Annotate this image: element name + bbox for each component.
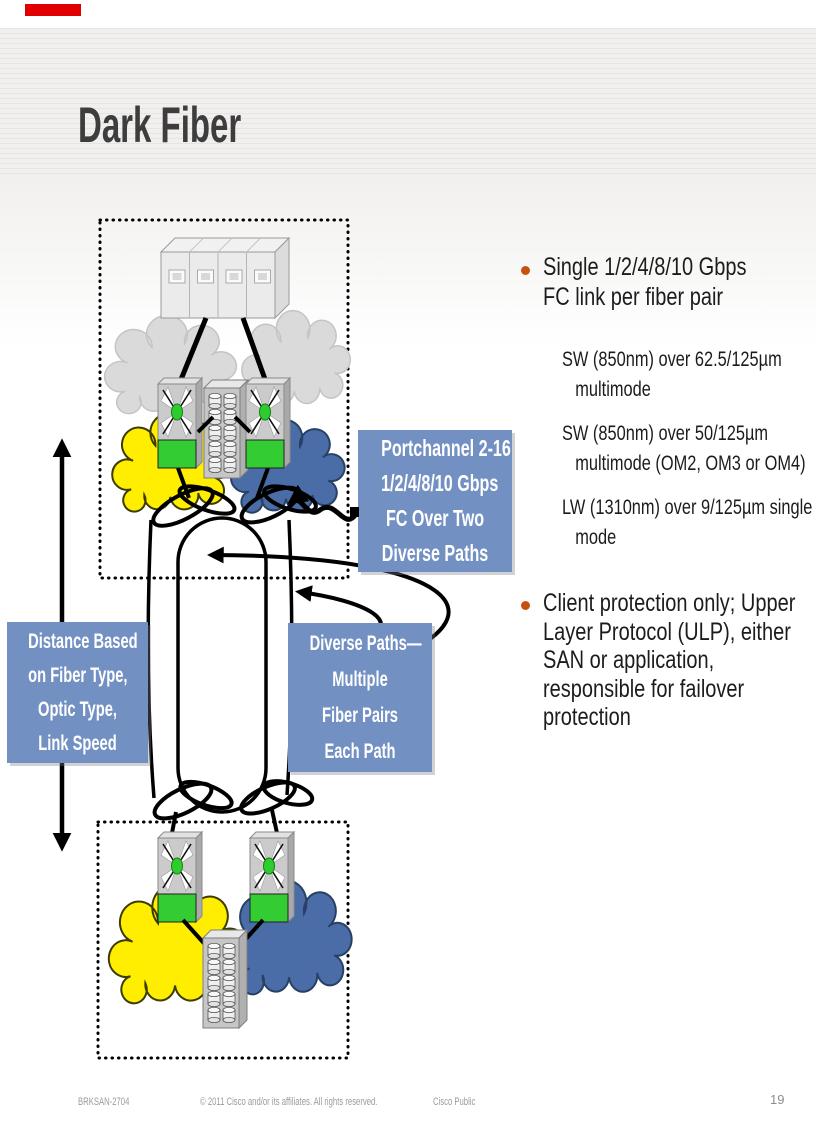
bullet-dot — [521, 266, 530, 275]
sub-bullet-list: SW (850nm) over 62.5/125µm multimode SW … — [562, 345, 812, 567]
distance-callout: Distance Based on Fiber Type, Optic Type… — [7, 622, 148, 763]
portchannel-callout: Portchannel 2-16 1/2/4/8/10 Gbps FC Over… — [358, 430, 512, 572]
bullet-client-protection: Client protection only; Upper Layer Prot… — [543, 589, 795, 732]
bullet-line: protection — [543, 703, 631, 731]
bullet-line: Single 1/2/4/8/10 Gbps — [543, 253, 747, 281]
callout-line: Each Path — [324, 739, 396, 763]
callout-line: 1/2/4/8/10 Gbps — [381, 470, 499, 496]
bullet-line: Client protection only; Upper — [543, 589, 796, 617]
sub-bullet-line: multimode (OM2, OM3 or OM4) — [575, 452, 806, 475]
site-b-dotted-box — [96, 820, 350, 1060]
dark-fiber-runs — [146, 516, 294, 814]
bullet-line: SAN or application, — [543, 646, 715, 674]
sub-bullet: SW (850nm) over 50/125µm multimode (OM2,… — [562, 419, 812, 479]
sub-bullet: LW (1310nm) over 9/125µm single mode — [562, 493, 812, 553]
storage-array-icon — [204, 380, 248, 478]
switch-storage-links — [196, 415, 252, 434]
callout-line: Distance Based — [28, 629, 138, 653]
callout-line: Diverse Paths — [381, 540, 489, 566]
callout-line: Diverse Paths— — [309, 631, 422, 655]
callout-line: FC Over Two — [385, 505, 485, 531]
copyright-notice: © 2011 Cisco and/or its affiliates. All … — [200, 1096, 378, 1108]
callout-line: on Fiber Type, — [28, 663, 128, 687]
bullet-line: Layer Protocol (ULP), either — [543, 617, 791, 646]
session-id: BRKSAN-2704 — [78, 1096, 130, 1108]
callout-line: Portchannel 2-16 — [381, 435, 511, 461]
page-title: Dark Fiber — [78, 97, 242, 153]
bullet-line: responsible for failover — [543, 674, 745, 703]
fc-switch-icon — [157, 831, 203, 923]
sub-bullet-line: LW (1310nm) over 9/125µm single — [562, 496, 813, 519]
callout-line: Link Speed — [38, 731, 117, 755]
bullet-line: FC link per fiber pair — [543, 283, 724, 311]
sub-bullet-line: mode — [575, 526, 617, 549]
sub-bullet-line: multimode — [575, 378, 651, 401]
bullet-single-fc-link: Single 1/2/4/8/10 Gbps FC link per fiber… — [543, 252, 746, 312]
rack-switch-links — [177, 317, 269, 383]
red-accent-bar — [25, 4, 81, 16]
sub-bullet-line: SW (850nm) over 62.5/125µm — [562, 348, 782, 371]
callout-line: Multiple — [332, 667, 388, 691]
page-number: 19 — [770, 1092, 785, 1107]
fiber-loops-bottom — [152, 779, 315, 821]
classification-label: Cisco Public — [433, 1096, 476, 1108]
callout-line: Fiber Pairs — [322, 703, 398, 727]
storage-array-icon — [203, 930, 247, 1028]
fc-switch-icon — [249, 831, 295, 923]
server-rack-icon — [160, 237, 290, 319]
diverse-paths-callout: Diverse Paths— Multiple Fiber Pairs Each… — [288, 623, 432, 772]
site-a-dotted-box — [98, 218, 350, 580]
sub-bullet-line: SW (850nm) over 50/125µm — [562, 422, 769, 445]
loop-switch-links — [170, 809, 279, 834]
fc-switch-icon — [245, 377, 291, 469]
top-texture-band — [0, 28, 816, 178]
callout-line: Optic Type, — [38, 697, 117, 721]
sub-bullet: SW (850nm) over 62.5/125µm multimode — [562, 345, 812, 405]
fc-switch-icon — [157, 377, 203, 469]
bullet-dot — [521, 601, 530, 610]
